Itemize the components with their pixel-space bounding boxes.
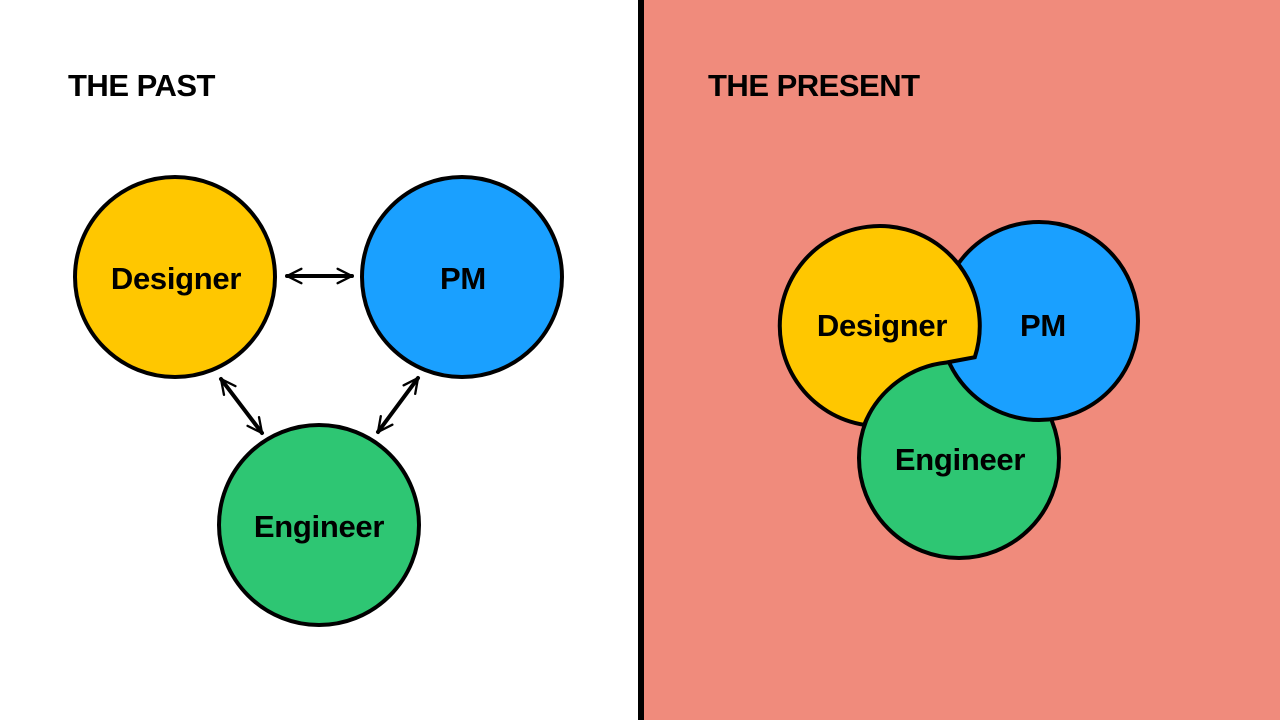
- present-designer-label: Designer: [817, 308, 947, 343]
- past-designer-circle: [73, 175, 277, 379]
- past-engineer-circle: [217, 423, 421, 627]
- present-diagram: Designer PM Engineer: [777, 220, 1140, 560]
- present-pm-label: PM: [1020, 308, 1066, 343]
- panel-divider: [638, 0, 644, 720]
- past-designer-label: Designer: [111, 261, 241, 296]
- present-engineer-label: Engineer: [895, 442, 1025, 477]
- present-designer-shape: [777, 224, 982, 428]
- past-pm-circle: [360, 175, 564, 379]
- past-pm-label: PM: [440, 261, 486, 296]
- past-engineer-label: Engineer: [254, 509, 384, 544]
- designer-engineer-double-arrow: [219, 377, 264, 435]
- pm-engineer-double-arrow: [376, 376, 420, 434]
- present-title: THE PRESENT: [708, 68, 920, 103]
- past-title: THE PAST: [68, 68, 216, 103]
- past-diagram: Designer PM Engineer: [73, 175, 564, 627]
